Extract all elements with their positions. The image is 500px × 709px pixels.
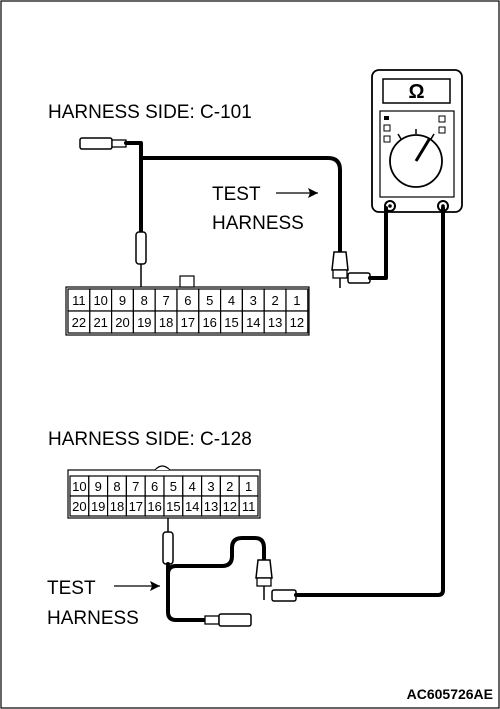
pin-label: 8 xyxy=(113,479,120,494)
test-label-top: TEST xyxy=(212,184,261,205)
pin-label: 10 xyxy=(72,479,86,494)
test-harness-wire-top xyxy=(124,141,143,234)
pin-label: 11 xyxy=(72,293,86,308)
pin-label: 5 xyxy=(170,479,177,494)
dial-tick-1 xyxy=(397,133,402,140)
test-arrow-bottom-head xyxy=(150,581,160,591)
test-harness-wire-bottom xyxy=(166,562,207,622)
meter-lead-right xyxy=(294,206,445,597)
test-harness-wire-bottom-run xyxy=(166,536,266,576)
pin-label: 14 xyxy=(185,499,199,514)
pin-label: 11 xyxy=(242,499,256,514)
harness-side-c128-label: HARNESS SIDE: C-128 xyxy=(48,429,252,450)
pin-label: 17 xyxy=(181,315,195,330)
probe-clip-bottom xyxy=(255,559,297,602)
range-mark-2 xyxy=(383,124,391,132)
test-harness-plug-bottom xyxy=(204,613,252,627)
left-jack-center xyxy=(388,204,392,208)
pin-label: 4 xyxy=(228,293,235,308)
pin-label: 18 xyxy=(159,315,173,330)
pin-label: 7 xyxy=(162,293,169,308)
back-probe-c128 xyxy=(162,518,174,565)
range-mark-1 xyxy=(384,116,389,120)
pin-label: 14 xyxy=(246,315,260,330)
pin-cell xyxy=(285,310,309,334)
pin-label: 13 xyxy=(268,315,282,330)
pin-label: 10 xyxy=(93,293,107,308)
test-label-bottom: TEST xyxy=(47,578,96,599)
pin-label: 2 xyxy=(226,479,233,494)
pin-label: 1 xyxy=(245,479,252,494)
pin-label: 19 xyxy=(137,315,151,330)
pin-label: 16 xyxy=(202,315,216,330)
ohmmeter: Ω xyxy=(371,69,463,213)
pin-label: 16 xyxy=(147,499,161,514)
ohm-symbol: Ω xyxy=(408,81,424,103)
pin-label: 20 xyxy=(72,499,86,514)
pin-label: 6 xyxy=(151,479,158,494)
pin-label: 12 xyxy=(223,499,237,514)
pin-label: 9 xyxy=(119,293,126,308)
figure-code: AC605726AE xyxy=(407,686,493,702)
range-mark-4 xyxy=(438,115,446,123)
pin-label: 5 xyxy=(206,293,213,308)
pin-label: 15 xyxy=(166,499,180,514)
pin-label: 20 xyxy=(115,315,129,330)
harness-label-bottom: HARNESS xyxy=(47,608,139,629)
connector-c101-lock xyxy=(179,275,195,288)
test-harness-plug-top xyxy=(79,137,127,150)
pin-label: 19 xyxy=(91,499,105,514)
harness-label-top: HARNESS xyxy=(212,213,304,234)
connector-c128-lock xyxy=(154,465,171,471)
pin-label: 7 xyxy=(132,479,139,494)
pin-label: 17 xyxy=(129,499,143,514)
range-mark-5 xyxy=(438,126,446,134)
pin-label: 1 xyxy=(293,293,300,308)
pin-label: 22 xyxy=(72,315,86,330)
pin-label: 3 xyxy=(250,293,257,308)
pin-cell xyxy=(238,495,259,517)
dial-tick-3 xyxy=(430,133,435,140)
pin-label: 12 xyxy=(290,315,304,330)
test-arrow-top-head xyxy=(308,188,318,198)
pin-label: 3 xyxy=(207,479,214,494)
harness-side-c101-label: HARNESS SIDE: C-101 xyxy=(48,102,252,123)
pin-label: 21 xyxy=(93,315,107,330)
pin-label: 2 xyxy=(271,293,278,308)
back-probe-c101 xyxy=(135,231,147,288)
pin-label: 9 xyxy=(95,479,102,494)
pin-label: 6 xyxy=(184,293,191,308)
pin-label: 4 xyxy=(189,479,196,494)
dial-pointer xyxy=(414,137,432,162)
pin-label: 18 xyxy=(110,499,124,514)
pin-label: 8 xyxy=(141,293,148,308)
ohmmeter-display xyxy=(382,78,451,104)
pin-label: 13 xyxy=(204,499,218,514)
probe-clip-top xyxy=(331,251,371,288)
range-mark-3 xyxy=(383,135,391,143)
pin-label: 15 xyxy=(224,315,238,330)
test-harness-wire-top-run xyxy=(139,156,342,254)
meter-lead-left xyxy=(368,206,388,280)
